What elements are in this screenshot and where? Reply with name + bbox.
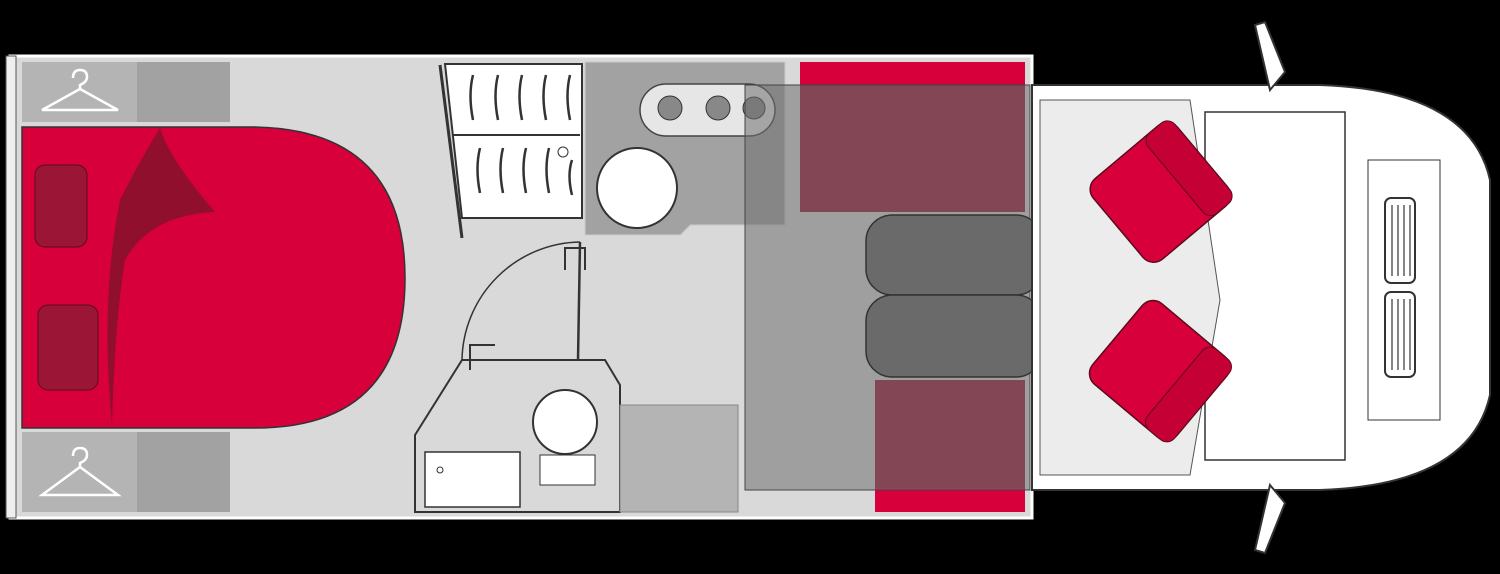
- bathroom: [414, 241, 739, 513]
- toilet-icon: [532, 389, 598, 486]
- sink-icon: [596, 147, 678, 229]
- seat-icon: [1089, 120, 1233, 263]
- hanger-icon: [41, 68, 119, 112]
- shower-tray: [438, 63, 583, 239]
- cab: [1031, 20, 1491, 555]
- wardrobe-top: [22, 62, 230, 122]
- rear-wall: [5, 55, 17, 519]
- swivel-table: [865, 214, 1043, 296]
- seat-icon: [1088, 299, 1232, 443]
- kitchen-counter: [584, 61, 786, 236]
- sink-icon: [424, 451, 521, 508]
- mirror-icon: [1253, 20, 1287, 93]
- duvet-fold: [107, 128, 215, 425]
- bed: [21, 126, 406, 429]
- mirror-icon: [1253, 482, 1287, 555]
- wardrobe-bottom: [22, 432, 230, 512]
- dinette: [744, 62, 1043, 512]
- pillow-icon: [34, 164, 88, 248]
- pillow-icon: [37, 304, 99, 391]
- hanger-icon: [38, 446, 122, 497]
